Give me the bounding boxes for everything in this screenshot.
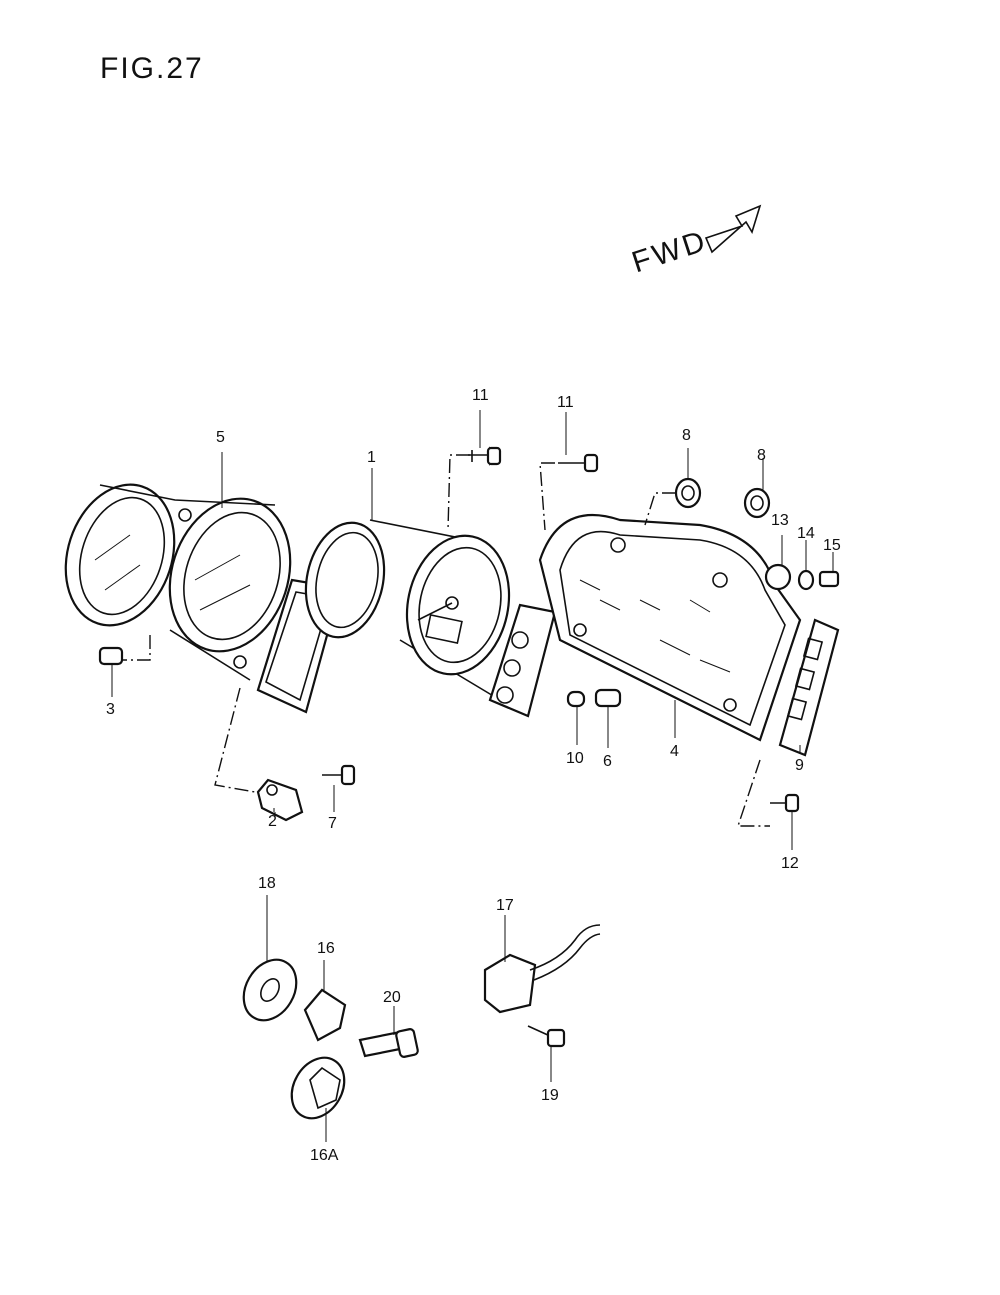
screw-part-19	[527, 1025, 566, 1048]
screw-part-15	[818, 570, 840, 588]
socket-part-2	[256, 778, 304, 822]
callout-17: 17	[496, 897, 514, 914]
callout-6: 6	[603, 753, 612, 770]
sensor-part-17	[483, 924, 601, 1014]
callout-7: 7	[328, 815, 337, 832]
socket-part-6	[594, 688, 622, 708]
callout-20: 20	[383, 989, 401, 1006]
callout-11-left: 11	[472, 387, 489, 404]
callout-18: 18	[258, 875, 276, 892]
screw-part-12	[770, 793, 800, 813]
callout-16a: 16A	[310, 1147, 339, 1164]
screw-part-7	[322, 764, 356, 786]
bolt-part-20	[358, 1028, 419, 1058]
callout-12: 12	[781, 855, 799, 872]
callout-15: 15	[823, 537, 841, 554]
callout-11-right: 11	[557, 394, 574, 411]
leader-lines	[111, 410, 834, 1142]
meter-case-part	[64, 483, 342, 714]
callout-4: 4	[670, 743, 679, 760]
callout-labels: 1 2 3 4 5 6 7 8 8 9 10 11 11 12 13 14 15…	[106, 387, 841, 1164]
forward-arrow-icon	[704, 204, 762, 254]
callout-8-right: 8	[757, 447, 766, 464]
cushion-part-13	[764, 563, 792, 591]
grommet-part-8-left	[674, 477, 702, 509]
gasket-part	[778, 618, 840, 757]
cushion-part-18	[242, 958, 298, 1022]
washer-part-14	[797, 569, 815, 591]
screw-part-11-right	[558, 453, 599, 473]
callout-3: 3	[106, 701, 115, 718]
mount-part-16a	[290, 1056, 346, 1120]
meter-lower-case-part	[538, 513, 802, 742]
mount-part-16	[303, 988, 347, 1042]
meter-assembly-part	[304, 519, 557, 718]
callout-14: 14	[797, 525, 815, 542]
bulb-part-10	[566, 690, 586, 708]
screw-part-11-left	[468, 446, 502, 466]
callout-8-left: 8	[682, 427, 691, 444]
callout-16: 16	[317, 940, 335, 957]
callout-5: 5	[216, 429, 225, 446]
callout-1: 1	[367, 449, 376, 466]
grommet-part-8-right	[743, 487, 771, 519]
callout-19: 19	[541, 1087, 559, 1104]
callout-13: 13	[771, 512, 789, 529]
screw-part-3	[98, 646, 124, 666]
figure-title: FIG.27	[100, 52, 204, 85]
callout-9: 9	[795, 757, 804, 774]
callout-10: 10	[566, 750, 584, 767]
callout-2: 2	[268, 813, 277, 830]
